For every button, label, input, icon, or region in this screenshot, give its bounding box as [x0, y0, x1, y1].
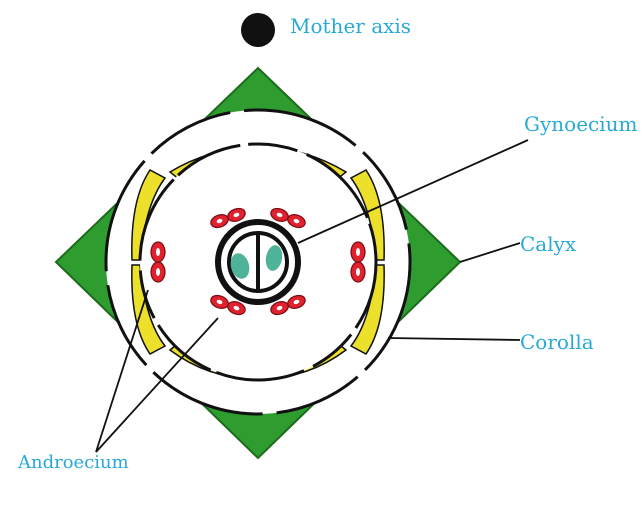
mother-axis-dot — [241, 13, 275, 47]
corolla-label: Corolla — [520, 330, 594, 354]
gynoecium-ovary — [218, 222, 298, 302]
corolla-leader — [388, 338, 520, 340]
gynoecium-label: Gynoecium — [524, 112, 637, 136]
calyx-leader — [460, 243, 520, 262]
androecium-label: Androecium — [18, 452, 129, 473]
calyx-label: Calyx — [520, 232, 576, 256]
mother-axis-label: Mother axis — [290, 14, 411, 38]
